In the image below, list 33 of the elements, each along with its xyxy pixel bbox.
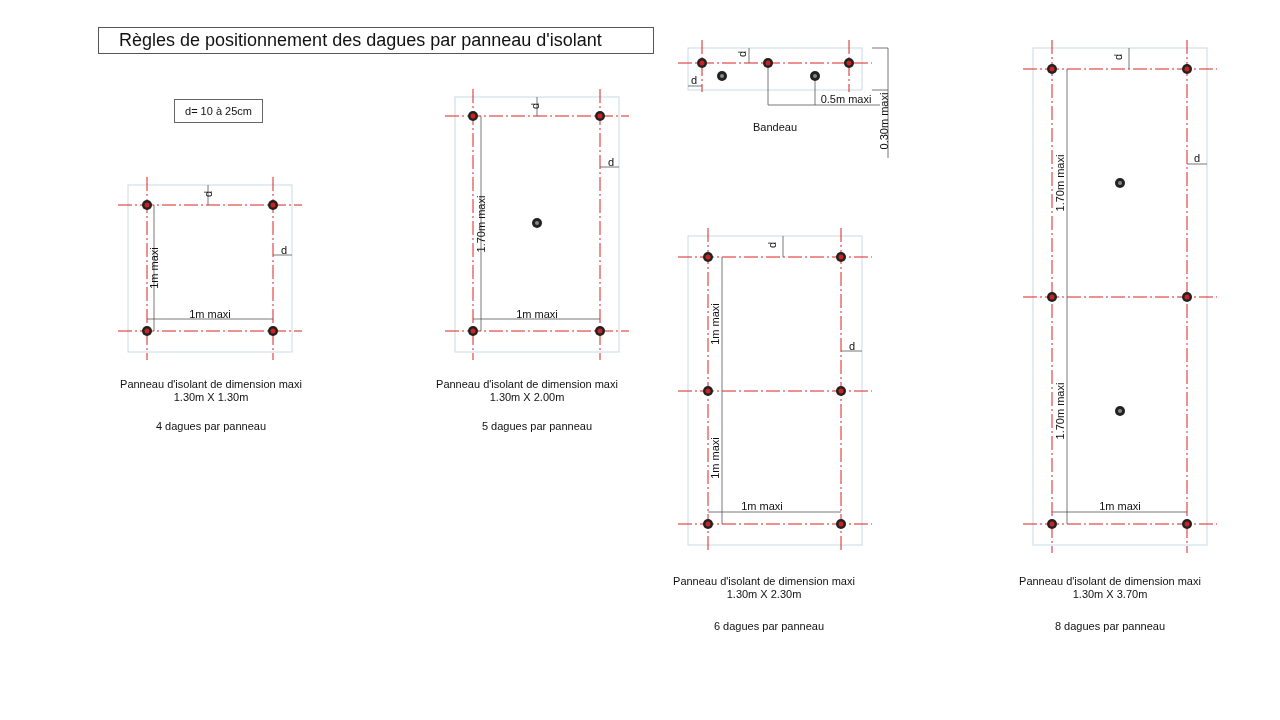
panel-caption: Panneau d'isolant de dimension maxi 1.30m X 2.00m <box>435 378 619 404</box>
dimension-label: 0.5m maxi <box>820 92 872 106</box>
dimension-label: 1m maxi <box>1099 499 1141 513</box>
panel-caption: Panneau d'isolant de dimension maxi 1.30m X 1.30m <box>119 378 303 404</box>
dimension-label: d <box>765 241 779 249</box>
dimension-label: 1.70m maxi <box>1053 382 1067 440</box>
dimension-label: d <box>690 73 698 87</box>
dimension-label: d <box>1193 151 1201 165</box>
panel-caption: Panneau d'isolant de dimension maxi 1.30m X 2.30m <box>672 575 856 601</box>
dimension-label: d <box>528 102 542 110</box>
dimension-label: 1m maxi <box>516 307 558 321</box>
dimension-label: d <box>201 190 215 198</box>
dagger-count-note: 4 dagues par panneau <box>155 419 267 433</box>
dimension-label: 1m maxi <box>708 303 722 345</box>
panel-caption: Panneau d'isolant de dimension maxi 1.30m X 3.70m <box>1018 575 1202 601</box>
dimension-label: d <box>607 155 615 169</box>
panel-caption: Bandeau <box>753 120 797 134</box>
dimension-label: d <box>848 339 856 353</box>
dimension-label: 0.30m maxi <box>877 92 891 150</box>
note-box: d= 10 à 25cm <box>174 99 263 123</box>
dimension-label: d <box>280 243 288 257</box>
dimension-label: d <box>735 50 749 58</box>
dimension-label: 1.70m maxi <box>1053 154 1067 212</box>
dimension-label: 1m maxi <box>708 437 722 479</box>
diagram-title: Règles de positionnement des dagues par panneau d'isolant <box>98 27 654 54</box>
dimension-label: 1m maxi <box>189 307 231 321</box>
dimension-label: 1.70m maxi <box>474 195 488 253</box>
dagger-count-note: 8 dagues par panneau <box>1054 619 1166 633</box>
dimension-label: d <box>1111 53 1125 61</box>
dimension-label: 1m maxi <box>147 247 161 289</box>
dagger-count-note: 6 dagues par panneau <box>713 619 825 633</box>
dagger-count-note: 5 dagues par panneau <box>481 419 593 433</box>
dimension-label: 1m maxi <box>741 499 783 513</box>
